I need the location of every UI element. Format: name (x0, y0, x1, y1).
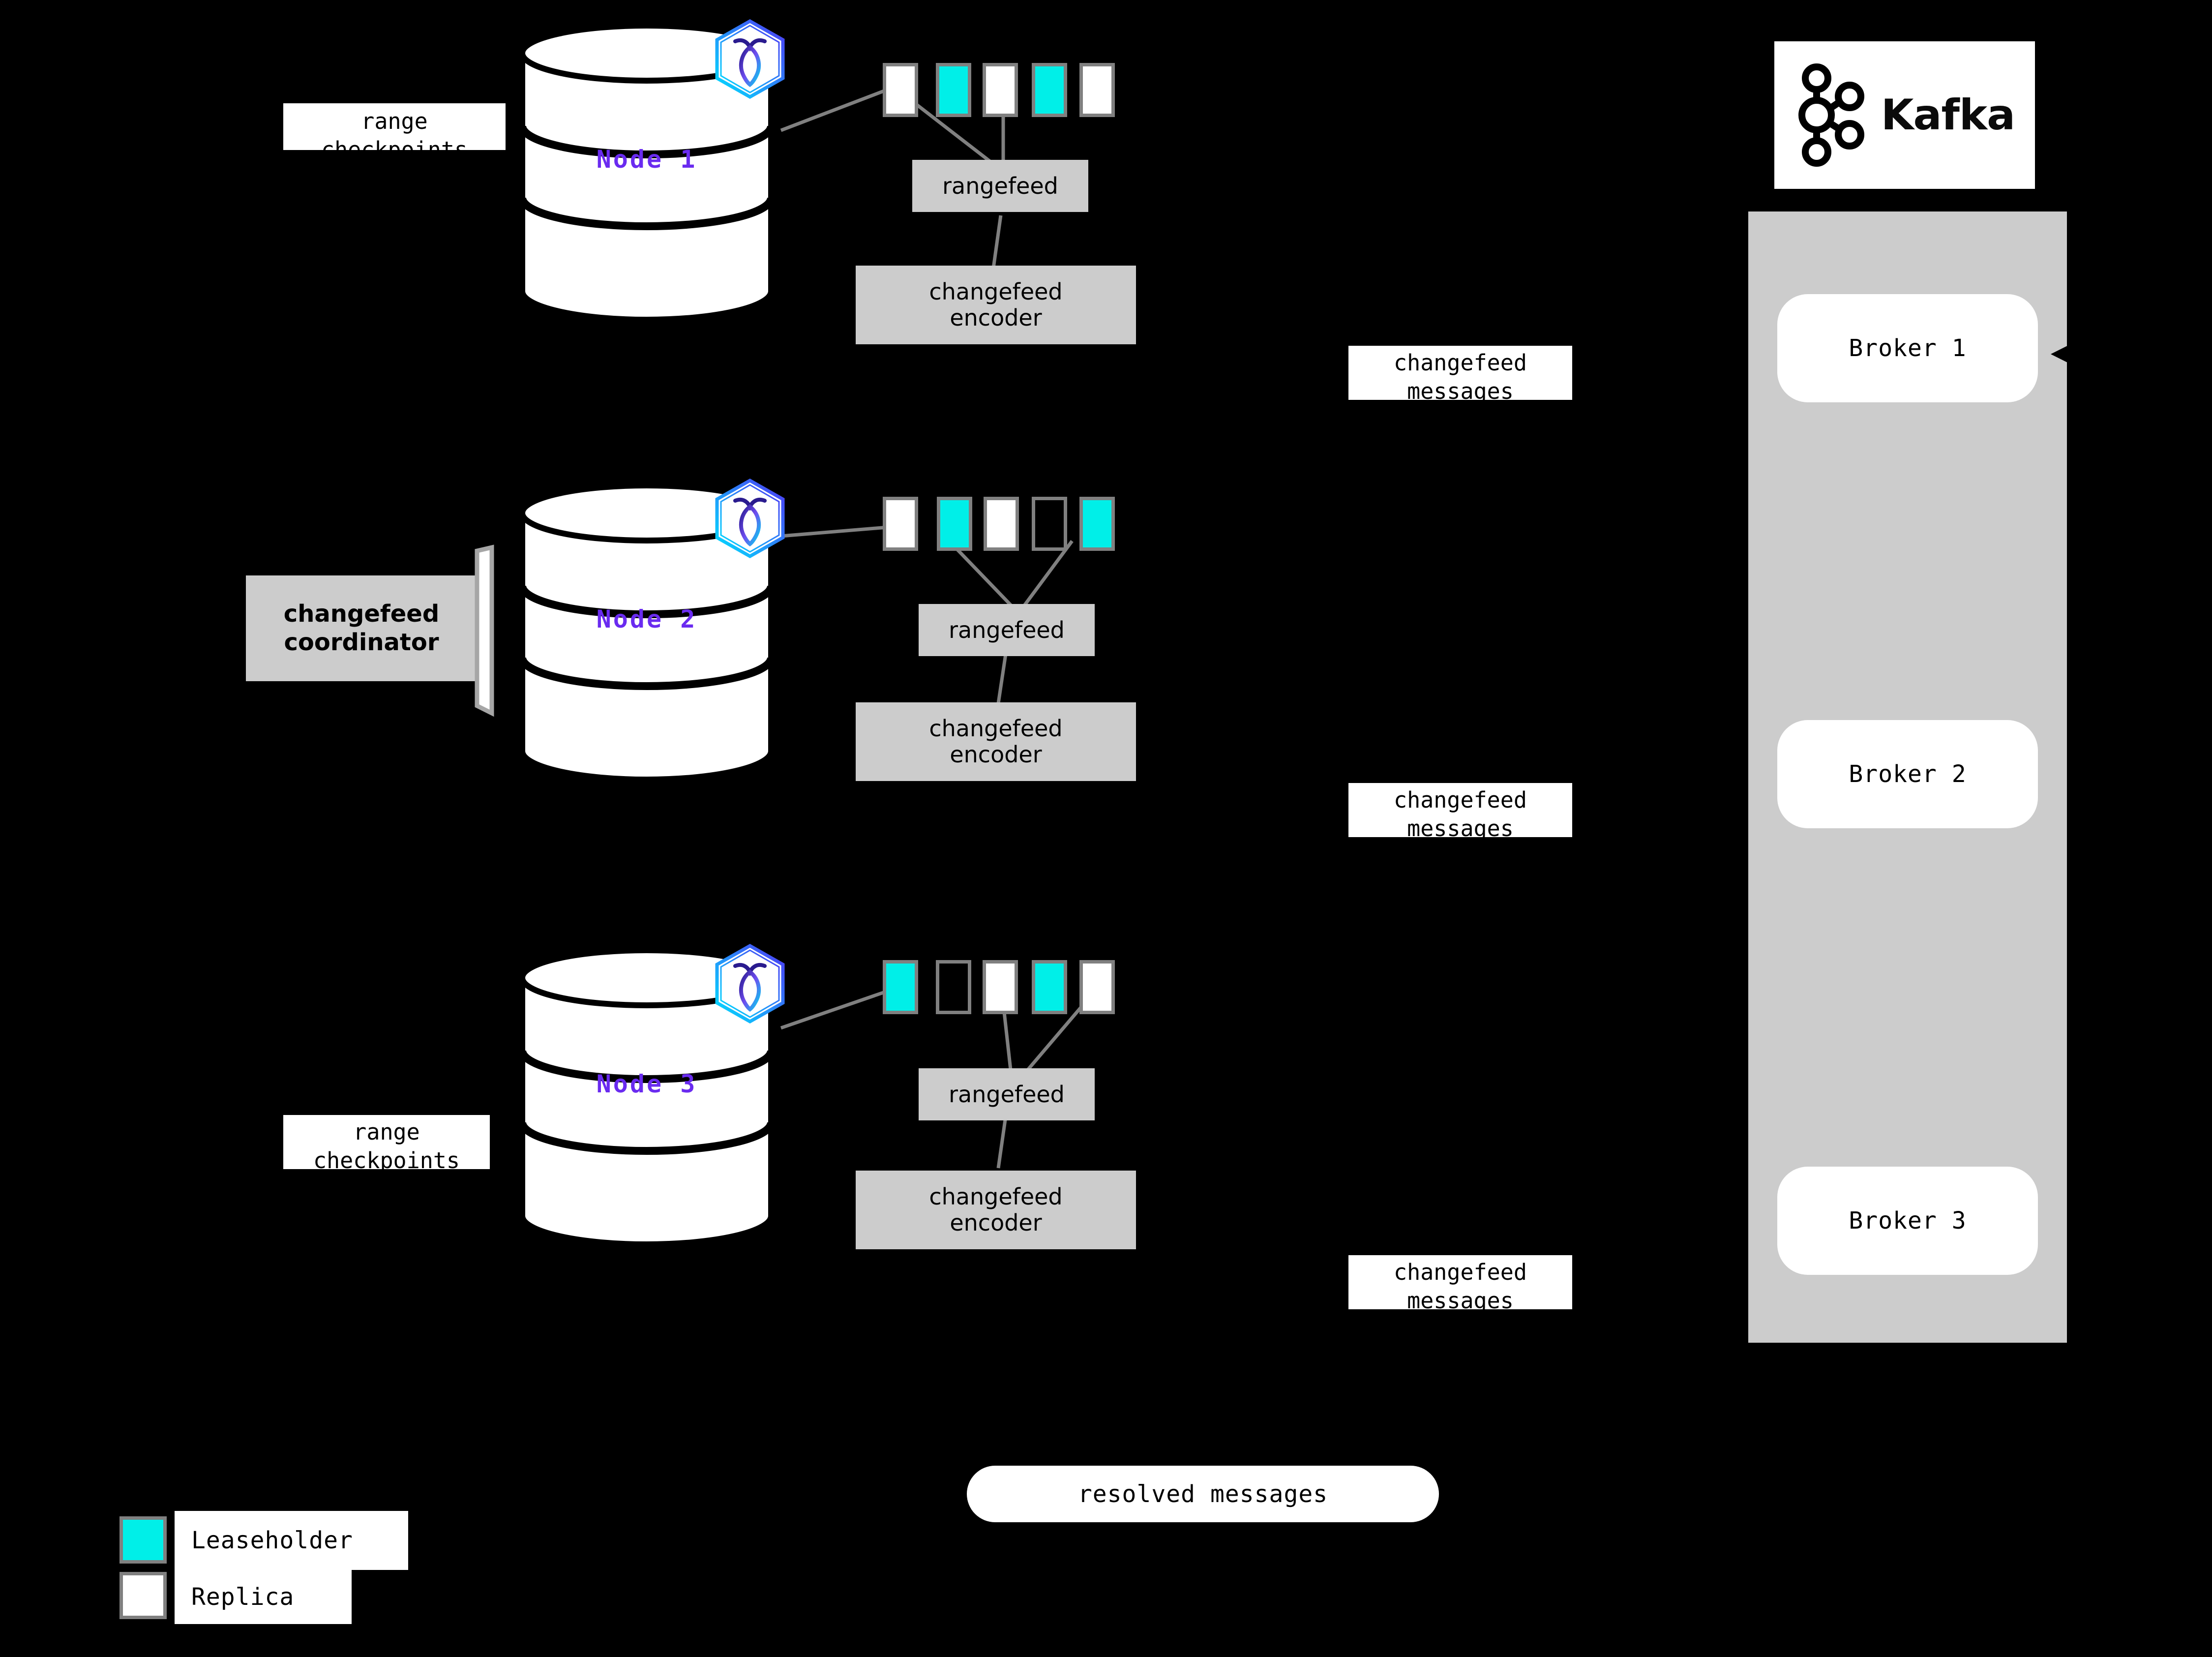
node-3[interactable]: Node 3 (516, 947, 777, 1247)
range-replica[interactable] (1079, 960, 1115, 1014)
encoder-line-2: encoder (950, 1209, 1042, 1236)
range-leaseholder[interactable] (936, 63, 971, 117)
database-cylinder-icon (518, 947, 775, 1247)
cockroachdb-hex-icon (715, 19, 785, 99)
range-replica[interactable] (983, 960, 1018, 1014)
label-line-2: messages (1407, 1287, 1514, 1314)
range-replica[interactable] (1079, 63, 1115, 117)
range-leaseholder[interactable] (937, 497, 972, 551)
legend-label-replica: Replica (175, 1570, 352, 1624)
label-line-2: checkpoints (321, 136, 468, 163)
rangefeed-box-2[interactable]: rangefeed (919, 604, 1095, 656)
node-1[interactable]: Node 1 (516, 23, 777, 323)
changefeed-messages-label-3: changefeed messages (1348, 1255, 1572, 1314)
changefeed-encoder-box-3[interactable]: changefeed encoder (856, 1171, 1136, 1249)
label-line-2: messages (1407, 378, 1514, 404)
node-label: Node 1 (596, 145, 697, 174)
label-line-1: changefeed (1394, 350, 1527, 376)
changefeed-encoder-box-1[interactable]: changefeed encoder (856, 266, 1136, 344)
cockroachdb-hex-icon (715, 478, 785, 559)
rangefeed-box-3[interactable]: rangefeed (919, 1068, 1095, 1120)
node-2[interactable]: Node 2 (516, 482, 777, 783)
label-line-1: changefeed (1394, 787, 1527, 813)
range-empty[interactable] (936, 960, 971, 1014)
node-label: Node 2 (596, 605, 697, 633)
changefeed-messages-label-2: changefeed messages (1348, 783, 1572, 842)
range-replica[interactable] (883, 63, 918, 117)
legend-swatch-leaseholder (120, 1516, 167, 1564)
label-line-2: checkpoints (313, 1147, 460, 1174)
range-leaseholder[interactable] (1079, 497, 1115, 551)
range-leaseholder[interactable] (1032, 63, 1067, 117)
legend-swatch-replica (120, 1572, 167, 1619)
node-label: Node 3 (596, 1070, 697, 1098)
broker-1[interactable]: Broker 1 (1777, 294, 2038, 402)
range-replica[interactable] (883, 497, 918, 551)
cockroachdb-hex-icon (715, 943, 785, 1024)
range-empty[interactable] (1032, 497, 1067, 551)
broker-2[interactable]: Broker 2 (1777, 720, 2038, 828)
label-line-1: range (353, 1119, 420, 1145)
coordinator-label: changefeed coordinator (246, 575, 477, 681)
database-cylinder-icon (518, 23, 775, 323)
label-line-2: messages (1407, 815, 1514, 842)
encoder-line-2: encoder (950, 741, 1042, 768)
label-line-1: changefeed (1394, 1259, 1527, 1285)
kafka-logo-icon (1798, 63, 1864, 167)
range-checkpoints-label-3: range checkpoints (283, 1115, 490, 1174)
kafka-logo-plate: Kafka (1774, 41, 2035, 189)
coordinator-line-1: changefeed (283, 600, 440, 628)
range-checkpoints-label-1: range checkpoints (283, 103, 506, 163)
legend-label-leaseholder: Leaseholder (175, 1511, 408, 1570)
encoder-line-1: changefeed (929, 278, 1063, 305)
broker-3[interactable]: Broker 3 (1777, 1167, 2038, 1275)
range-row-3 (883, 960, 1129, 1019)
rangefeed-box-1[interactable]: rangefeed (912, 160, 1088, 212)
coordinator-line-2: coordinator (284, 628, 439, 656)
resolved-messages-pill[interactable]: resolved messages (967, 1466, 1439, 1522)
changefeed-encoder-box-2[interactable]: changefeed encoder (856, 702, 1136, 781)
changefeed-messages-label-1: changefeed messages (1348, 346, 1572, 404)
range-leaseholder[interactable] (1032, 960, 1067, 1014)
encoder-line-2: encoder (950, 304, 1042, 331)
range-replica[interactable] (984, 497, 1019, 551)
database-cylinder-icon (518, 482, 775, 783)
label-line-1: range (361, 108, 428, 134)
inbound-arrowhead-icon (2051, 342, 2075, 366)
kafka-wordmark: Kafka (1881, 90, 2015, 140)
range-replica[interactable] (983, 63, 1018, 117)
changefeed-coordinator[interactable]: changefeed coordinator (246, 543, 502, 730)
range-row-2 (883, 497, 1129, 556)
range-leaseholder[interactable] (883, 960, 918, 1014)
encoder-line-1: changefeed (929, 1183, 1063, 1210)
range-row-1 (883, 63, 1129, 122)
encoder-line-1: changefeed (929, 715, 1063, 742)
coordinator-arrow-shape (246, 544, 494, 717)
